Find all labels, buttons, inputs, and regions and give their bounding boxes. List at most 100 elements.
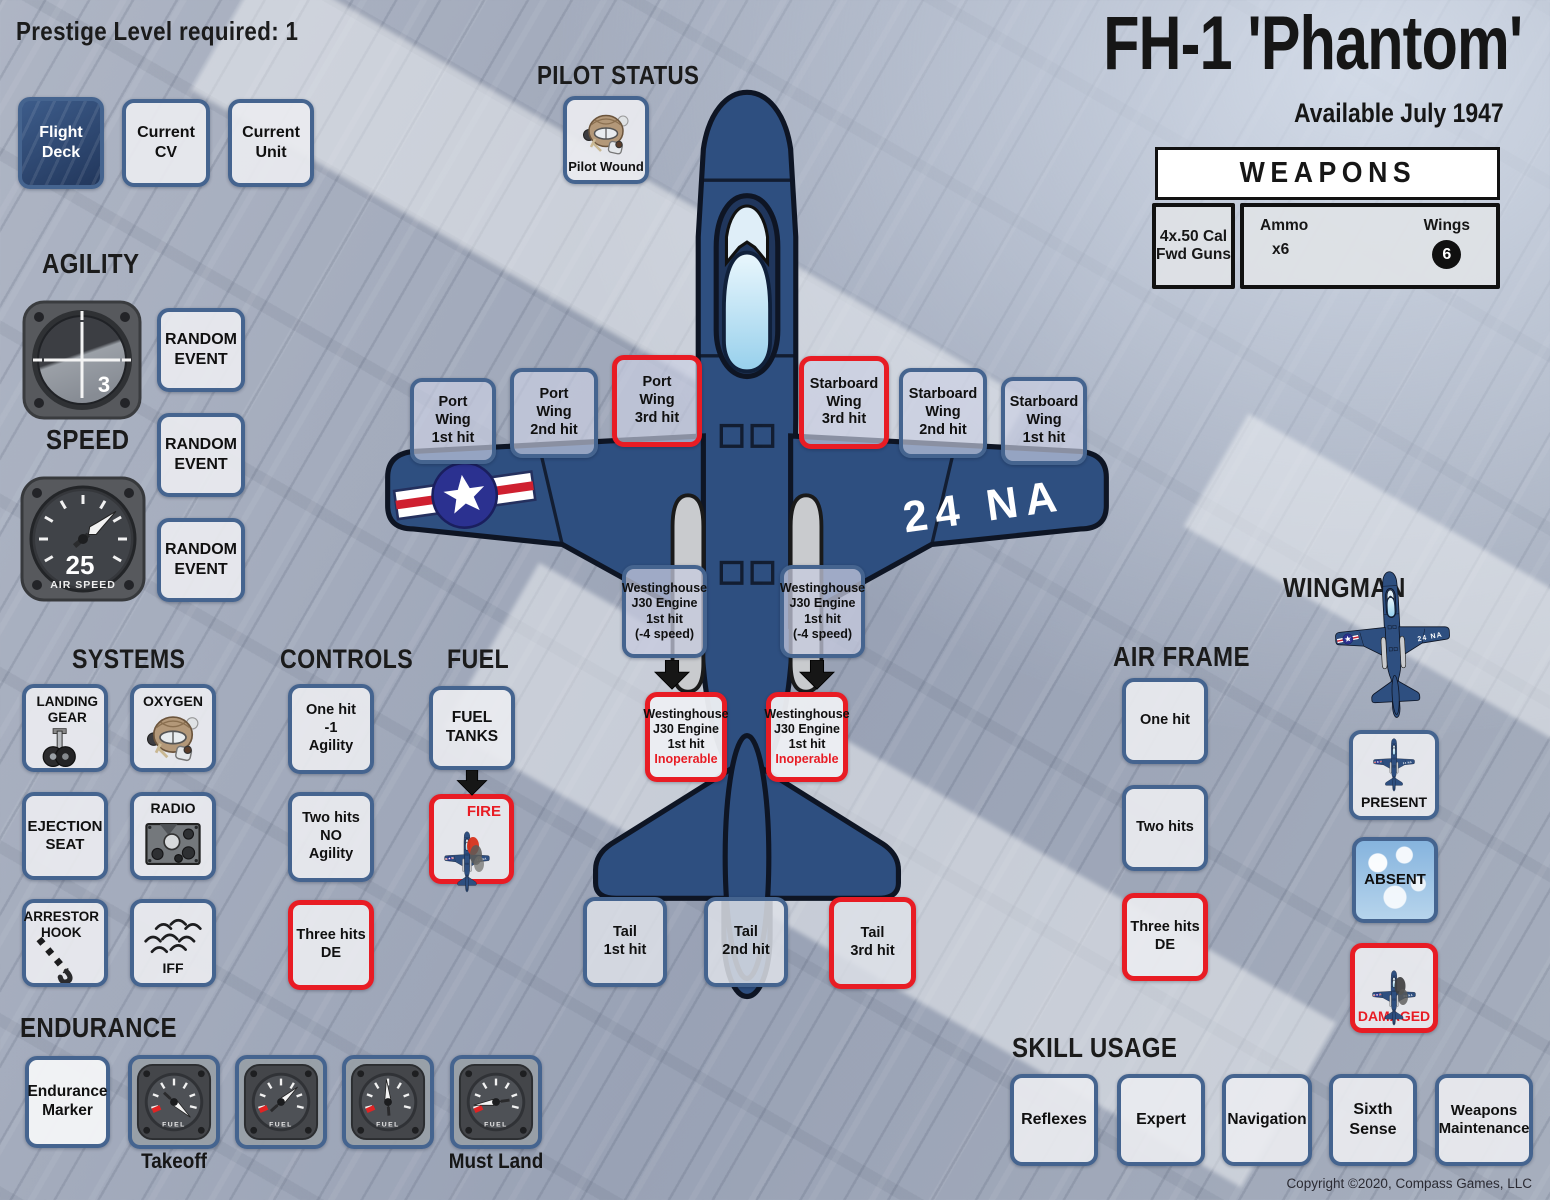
current-cv-button[interactable]: Current CV (122, 99, 210, 187)
skill-navigation-box[interactable]: Navigation (1222, 1074, 1312, 1166)
starboard-engine-inoperable-box[interactable]: Westinghouse J30 Engine 1st hit Inoperab… (764, 692, 850, 782)
guns-label: 4x.50 Cal Fwd Guns (1156, 228, 1231, 263)
agility-heading: AGILITY (42, 248, 140, 279)
skill-expert-box[interactable]: Expert (1117, 1074, 1205, 1166)
fuel-gauge-icon: FUEL (350, 1063, 426, 1141)
agility-value: 3 (98, 372, 110, 397)
endurance-gauge-3[interactable]: FUEL (342, 1055, 434, 1149)
radio-label: RADIO (150, 800, 196, 816)
port-engine-inoperable-box[interactable]: Westinghouse J30 Engine 1st hit Inoperab… (643, 692, 729, 782)
system-ejection-seat[interactable]: EJECTION SEAT (22, 792, 108, 880)
speed-unit: AIR SPEED (50, 579, 116, 591)
airspeed-gauge: 25 AIR SPEED (20, 476, 146, 602)
starboard-engine-hit-box[interactable]: Westinghouse J30 Engine 1st hit (-4 spee… (780, 565, 865, 658)
tail-3rd-hit-box[interactable]: Tail 3rd hit (829, 897, 916, 989)
pilot-wound-box[interactable]: Pilot Wound (563, 96, 649, 184)
airframe-heading: AIR FRAME (1113, 641, 1250, 672)
system-oxygen[interactable]: OXYGEN (130, 684, 216, 772)
controls-heading: CONTROLS (280, 644, 414, 674)
wingman-damaged-box[interactable]: DAMAGED (1350, 943, 1438, 1033)
takeoff-caption: Takeoff (141, 1150, 207, 1173)
copyright-text: Copyright ©2020, Compass Games, LLC (1286, 1176, 1532, 1191)
random-event-box-3[interactable]: RANDOM EVENT (157, 518, 245, 602)
pilot-helmet-icon (580, 111, 632, 157)
controls-three-hits-box[interactable]: Three hits DE (288, 900, 374, 990)
system-landing-gear[interactable]: LANDING GEAR (22, 684, 108, 772)
starboard-engine-inoperable-label: Westinghouse J30 Engine 1st hit (764, 706, 850, 752)
fuel-fire-arrow-icon (453, 770, 491, 796)
ammo-label: Ammo (1260, 217, 1309, 234)
endurance-gauge-1[interactable]: FUEL (128, 1055, 220, 1149)
skill-reflexes-box[interactable]: Reflexes (1010, 1074, 1098, 1166)
port-engine-hit-box[interactable]: Westinghouse J30 Engine 1st hit (-4 spee… (622, 565, 707, 658)
weapons-header: WEAPONS (1155, 147, 1500, 200)
arrestor-hook-icon (35, 935, 73, 983)
iff-waves-icon (144, 918, 202, 953)
starboard-wing-3rd-hit-box[interactable]: Starboard Wing 3rd hit (799, 356, 889, 449)
tail-1st-hit-box[interactable]: Tail 1st hit (583, 897, 667, 987)
system-iff[interactable]: IFF (130, 899, 216, 987)
port-wing-2nd-hit-box[interactable]: Port Wing 2nd hit (510, 368, 598, 458)
skill-sixth-sense-box[interactable]: Sixth Sense (1329, 1074, 1417, 1166)
speed-heading: SPEED (46, 424, 130, 455)
burning-plane-icon (443, 813, 491, 875)
must-land-caption: Must Land (448, 1150, 544, 1173)
landing-gear-label: LANDING GEAR (36, 694, 99, 726)
system-radio[interactable]: RADIO (130, 792, 216, 880)
wingman-plane-icon (1328, 567, 1458, 723)
svg-text:FUEL: FUEL (484, 1121, 508, 1128)
endurance-heading: ENDURANCE (20, 1012, 177, 1043)
fuel-heading: FUEL (447, 644, 510, 674)
oxygen-helmet-icon (144, 712, 202, 764)
random-event-box-2[interactable]: RANDOM EVENT (157, 413, 245, 497)
weapons-heading-label: WEAPONS (1239, 157, 1416, 189)
skill-weapons-maintenance-box[interactable]: Weapons Maintenance (1435, 1074, 1533, 1166)
random-event-box-1[interactable]: RANDOM EVENT (157, 308, 245, 392)
endurance-marker-box[interactable]: Endurance Marker (25, 1056, 110, 1148)
prestige-level-text: Prestige Level required: 1 (16, 16, 299, 46)
wingman-present-box[interactable]: PRESENT (1349, 730, 1439, 820)
pilot-status-heading: PILOT STATUS (537, 60, 700, 90)
svg-text:FUEL: FUEL (269, 1121, 293, 1128)
port-engine-status: Inoperable (654, 752, 718, 767)
endurance-gauge-2[interactable]: FUEL (235, 1055, 327, 1149)
pilot-wound-label: Pilot Wound (568, 159, 644, 175)
tail-2nd-hit-box[interactable]: Tail 2nd hit (704, 897, 788, 987)
present-label: PRESENT (1360, 793, 1428, 810)
agility-gauge: 3 (22, 300, 142, 420)
system-arrestor-hook[interactable]: ARRESTOR HOOK (22, 899, 108, 987)
starboard-wing-1st-hit-box[interactable]: Starboard Wing 1st hit (1001, 377, 1087, 465)
availability-subtitle: Available July 1947 (1294, 98, 1504, 128)
ammo-value: x6 (1272, 241, 1290, 258)
endurance-gauge-4[interactable]: FUEL (450, 1055, 542, 1149)
current-unit-button[interactable]: Current Unit (228, 99, 314, 187)
page-title: FH-1 'Phantom' (1102, 1, 1523, 86)
controls-one-hit-box[interactable]: One hit -1 Agility (288, 684, 374, 774)
fire-label: FIRE (466, 803, 501, 820)
flight-deck-button[interactable]: Flight Deck (18, 97, 104, 189)
airframe-three-hits-box[interactable]: Three hits DE (1122, 893, 1208, 981)
speed-value: 25 (66, 550, 95, 580)
damaged-plane-icon (1371, 952, 1417, 1008)
landing-gear-icon (42, 728, 76, 767)
fuel-gauge-icon: FUEL (136, 1063, 212, 1141)
starboard-wing-2nd-hit-box[interactable]: Starboard Wing 2nd hit (899, 368, 987, 458)
iff-label: IFF (162, 959, 184, 976)
fuel-gauge-icon: FUEL (243, 1063, 319, 1141)
wingman-absent-box[interactable]: ABSENT (1352, 837, 1438, 923)
fuel-fire-box[interactable]: FIRE (429, 794, 514, 884)
radio-icon (145, 823, 201, 866)
port-wing-1st-hit-box[interactable]: Port Wing 1st hit (410, 378, 496, 464)
svg-text:FUEL: FUEL (376, 1121, 400, 1128)
fuel-gauge-icon: FUEL (458, 1063, 534, 1141)
port-wing-3rd-hit-box[interactable]: Port Wing 3rd hit (612, 355, 702, 447)
airframe-two-hits-box[interactable]: Two hits (1122, 785, 1208, 871)
present-plane-icon (1372, 738, 1416, 792)
airframe-one-hit-box[interactable]: One hit (1122, 678, 1208, 764)
weapons-guns-cell: 4x.50 Cal Fwd Guns (1152, 203, 1235, 289)
fuel-tanks-box[interactable]: FUEL TANKS (429, 686, 515, 770)
arrestor-hook-label: ARRESTOR HOOK (23, 909, 99, 941)
starboard-engine-arrow-icon (798, 660, 836, 690)
weapons-ammo-wings-cell: Ammo x6 Wings 6 (1240, 203, 1500, 289)
controls-two-hits-box[interactable]: Two hits NO Agility (288, 792, 374, 882)
